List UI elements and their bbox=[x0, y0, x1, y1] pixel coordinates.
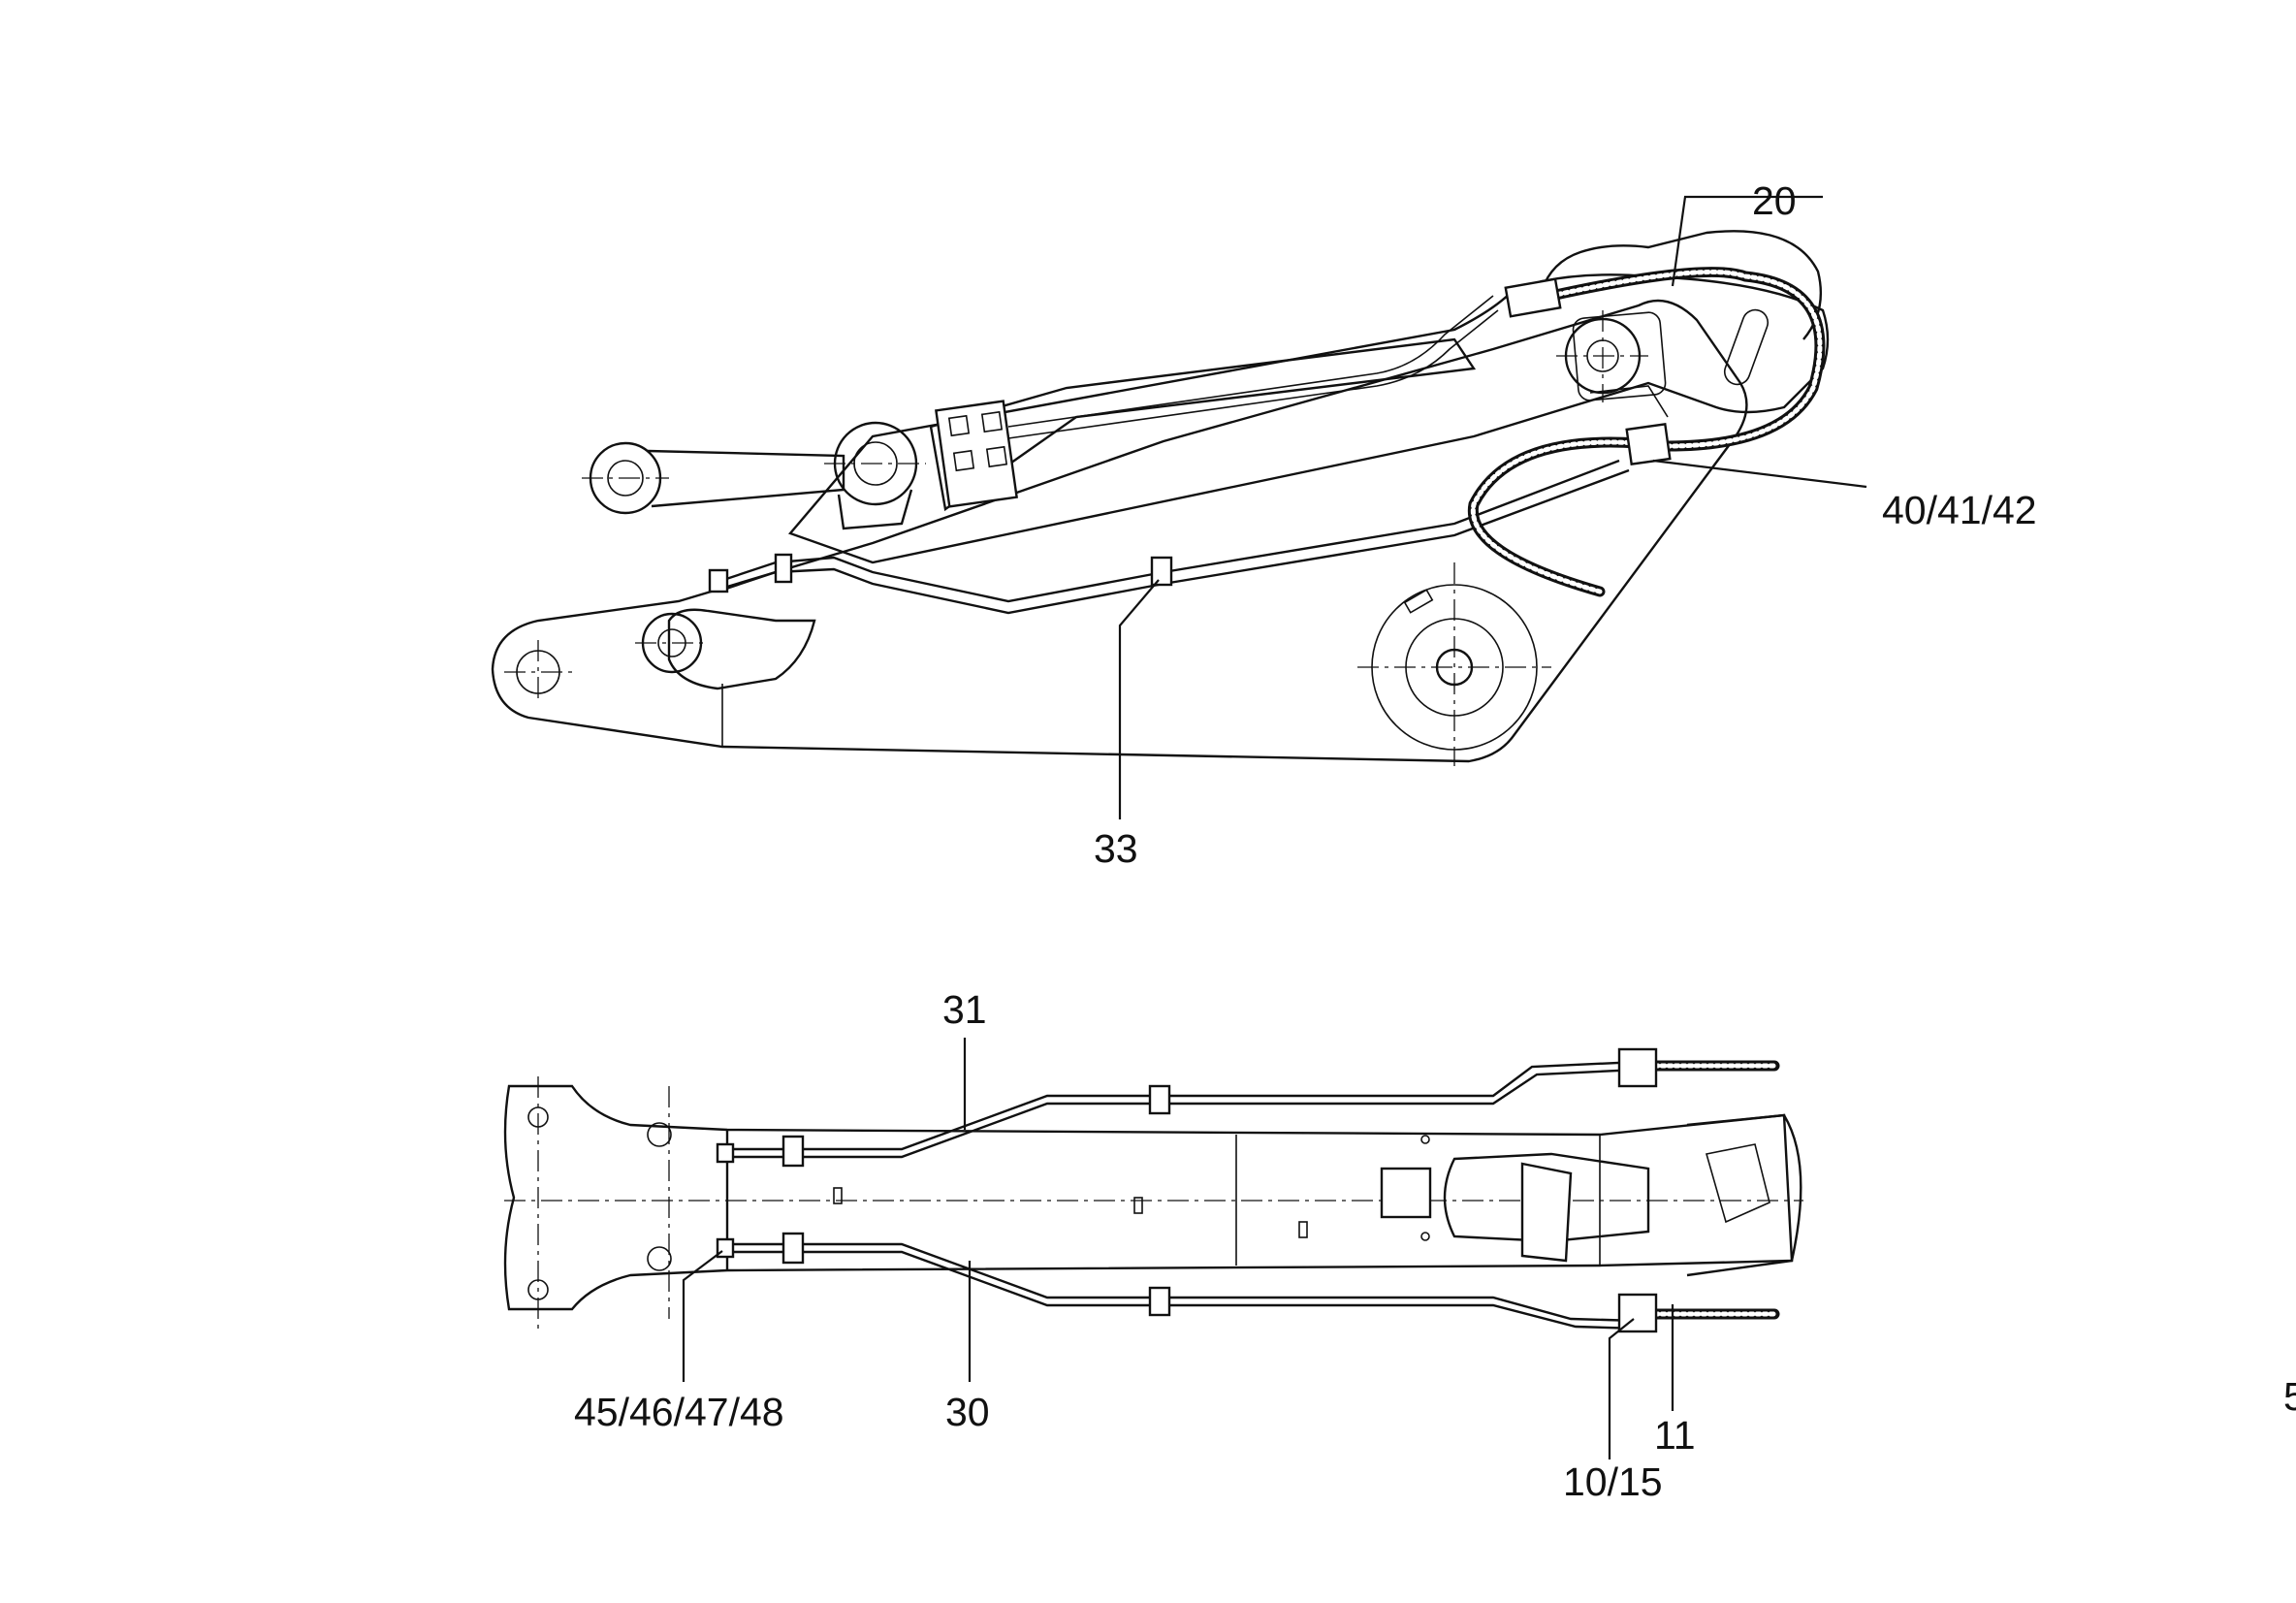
cylinder-barrel bbox=[929, 337, 1477, 512]
callout-30: 30 bbox=[945, 1390, 990, 1434]
pipe-clamp-33 bbox=[1150, 556, 1173, 587]
cylinder-pipe-upper bbox=[1007, 295, 1494, 428]
hose-fitting-40 bbox=[1625, 423, 1672, 465]
top-view-outline bbox=[503, 1084, 1794, 1311]
top-view-cylinder bbox=[1443, 1152, 1650, 1243]
boom-nose-slot bbox=[1723, 308, 1770, 386]
page-edge-mark: 5 bbox=[2283, 1374, 2296, 1419]
valve-block bbox=[1380, 1167, 1432, 1219]
leader-20 bbox=[1671, 195, 1823, 287]
callout-45-46-47-48: 45/46/47/48 bbox=[574, 1390, 784, 1434]
pipe-clamp-left bbox=[774, 553, 793, 584]
leader-40-41-42 bbox=[1652, 459, 1867, 489]
top-pipe-lower bbox=[727, 1242, 1640, 1323]
top-view-fork bbox=[1686, 1113, 1802, 1277]
pipe-fitting-left bbox=[708, 568, 729, 593]
cylinder-head-block bbox=[935, 400, 1018, 508]
leader-lines bbox=[682, 195, 1867, 1459]
callout-33: 33 bbox=[1094, 826, 1138, 871]
leader-33 bbox=[1118, 579, 1160, 819]
callout-20: 20 bbox=[1752, 178, 1797, 223]
callout-31: 31 bbox=[942, 987, 987, 1032]
top-view-drawing bbox=[503, 1047, 1803, 1333]
hose-fitting-top bbox=[1504, 277, 1562, 318]
boom-nose-pin-plate bbox=[1572, 311, 1667, 401]
callout-40-41-42: 40/41/42 bbox=[1882, 488, 2037, 532]
top-view-manifold bbox=[1520, 1162, 1573, 1263]
top-pipe-upper bbox=[727, 1060, 1640, 1151]
callout-11: 11 bbox=[1654, 1413, 1696, 1458]
boom-body-outline bbox=[491, 299, 1748, 763]
callout-10-15: 10/15 bbox=[1563, 1459, 1663, 1504]
cylinder-bracket bbox=[667, 608, 816, 690]
cylinder-rod bbox=[647, 449, 845, 508]
foot-pin-lock bbox=[1403, 589, 1434, 614]
side-view-drawing bbox=[491, 230, 1830, 766]
leader-10-15 bbox=[1608, 1318, 1635, 1459]
leader-45-46-47-48 bbox=[682, 1250, 723, 1382]
boom-nose-plate bbox=[1540, 230, 1822, 340]
